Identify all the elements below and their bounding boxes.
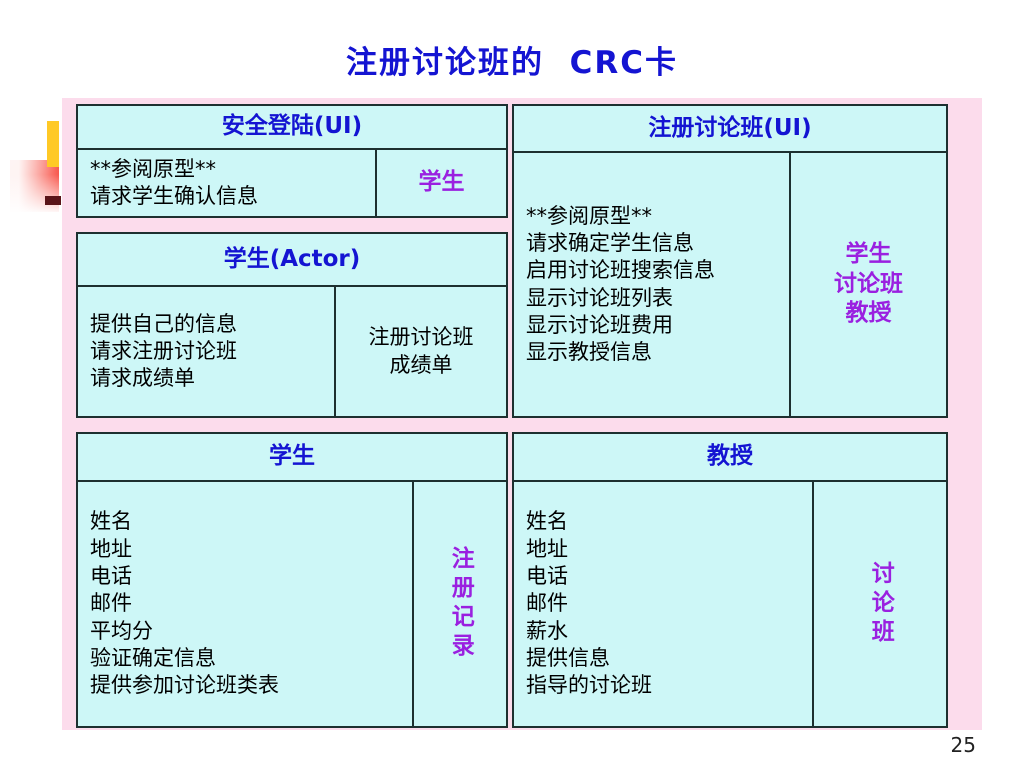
crc-card-body: 提供自己的信息 请求注册讨论班 请求成绩单 注册讨论班 成绩单	[78, 287, 506, 416]
crc-card-header: 学生	[78, 434, 506, 482]
crc-card-student-actor: 学生(Actor) 提供自己的信息 请求注册讨论班 请求成绩单 注册讨论班 成绩…	[76, 232, 508, 418]
crc-card-header: 安全登陆(UI)	[78, 106, 506, 150]
decoration-yellow-bar	[47, 121, 59, 167]
crc-card-register-seminar-ui: 注册讨论班(UI) **参阅原型** 请求确定学生信息 启用讨论班搜索信息 显示…	[512, 104, 948, 418]
crc-card-header: 学生(Actor)	[78, 234, 506, 287]
crc-collaborators: 讨论班	[812, 482, 946, 726]
crc-collaborator-text: 注册讨论班 成绩单	[368, 324, 474, 377]
crc-responsibilities: 姓名 地址 电话 邮件 薪水 提供信息 指导的讨论班	[526, 509, 652, 698]
page-number: 25	[950, 733, 976, 757]
crc-collaborator-text: 学生 讨论班 教授	[834, 241, 903, 327]
crc-collaborator-text: 学生	[418, 169, 465, 196]
crc-collaborator-text: 讨论班	[867, 560, 894, 648]
crc-card-body: 姓名 地址 电话 邮件 薪水 提供信息 指导的讨论班 讨论班	[514, 482, 946, 726]
crc-card-body: 姓名 地址 电话 邮件 平均分 验证确定信息 提供参加讨论班类表 注册记录	[78, 482, 506, 726]
crc-card-body: **参阅原型** 请求确定学生信息 启用讨论班搜索信息 显示讨论班列表 显示讨论…	[514, 153, 946, 416]
crc-card-security-login-ui: 安全登陆(UI) **参阅原型** 请求学生确认信息 学生	[76, 104, 508, 218]
crc-card-header: 注册讨论班(UI)	[514, 106, 946, 153]
decoration-dark-dash	[45, 196, 61, 205]
crc-card-body: **参阅原型** 请求学生确认信息 学生	[78, 150, 506, 216]
crc-collaborators: 注册讨论班 成绩单	[334, 287, 506, 416]
page-title: 注册讨论班的 CRC卡	[346, 45, 678, 81]
crc-responsibilities: 提供自己的信息 请求注册讨论班 请求成绩单	[90, 311, 237, 391]
crc-collaborators: 注册记录	[412, 482, 506, 726]
crc-responsibilities: **参阅原型** 请求学生确认信息	[90, 157, 258, 209]
crc-responsibilities: **参阅原型** 请求确定学生信息 启用讨论班搜索信息 显示讨论班列表 显示讨论…	[526, 203, 715, 365]
crc-card-header: 教授	[514, 434, 946, 482]
crc-collaborator-text: 注册记录	[447, 546, 474, 662]
crc-card-student: 学生 姓名 地址 电话 邮件 平均分 验证确定信息 提供参加讨论班类表 注册记录	[76, 432, 508, 728]
crc-card-professor: 教授 姓名 地址 电话 邮件 薪水 提供信息 指导的讨论班 讨论班	[512, 432, 948, 728]
crc-responsibilities: 姓名 地址 电话 邮件 平均分 验证确定信息 提供参加讨论班类表	[90, 509, 279, 698]
crc-collaborators: 学生	[375, 150, 506, 216]
crc-collaborators: 学生 讨论班 教授	[789, 153, 946, 416]
